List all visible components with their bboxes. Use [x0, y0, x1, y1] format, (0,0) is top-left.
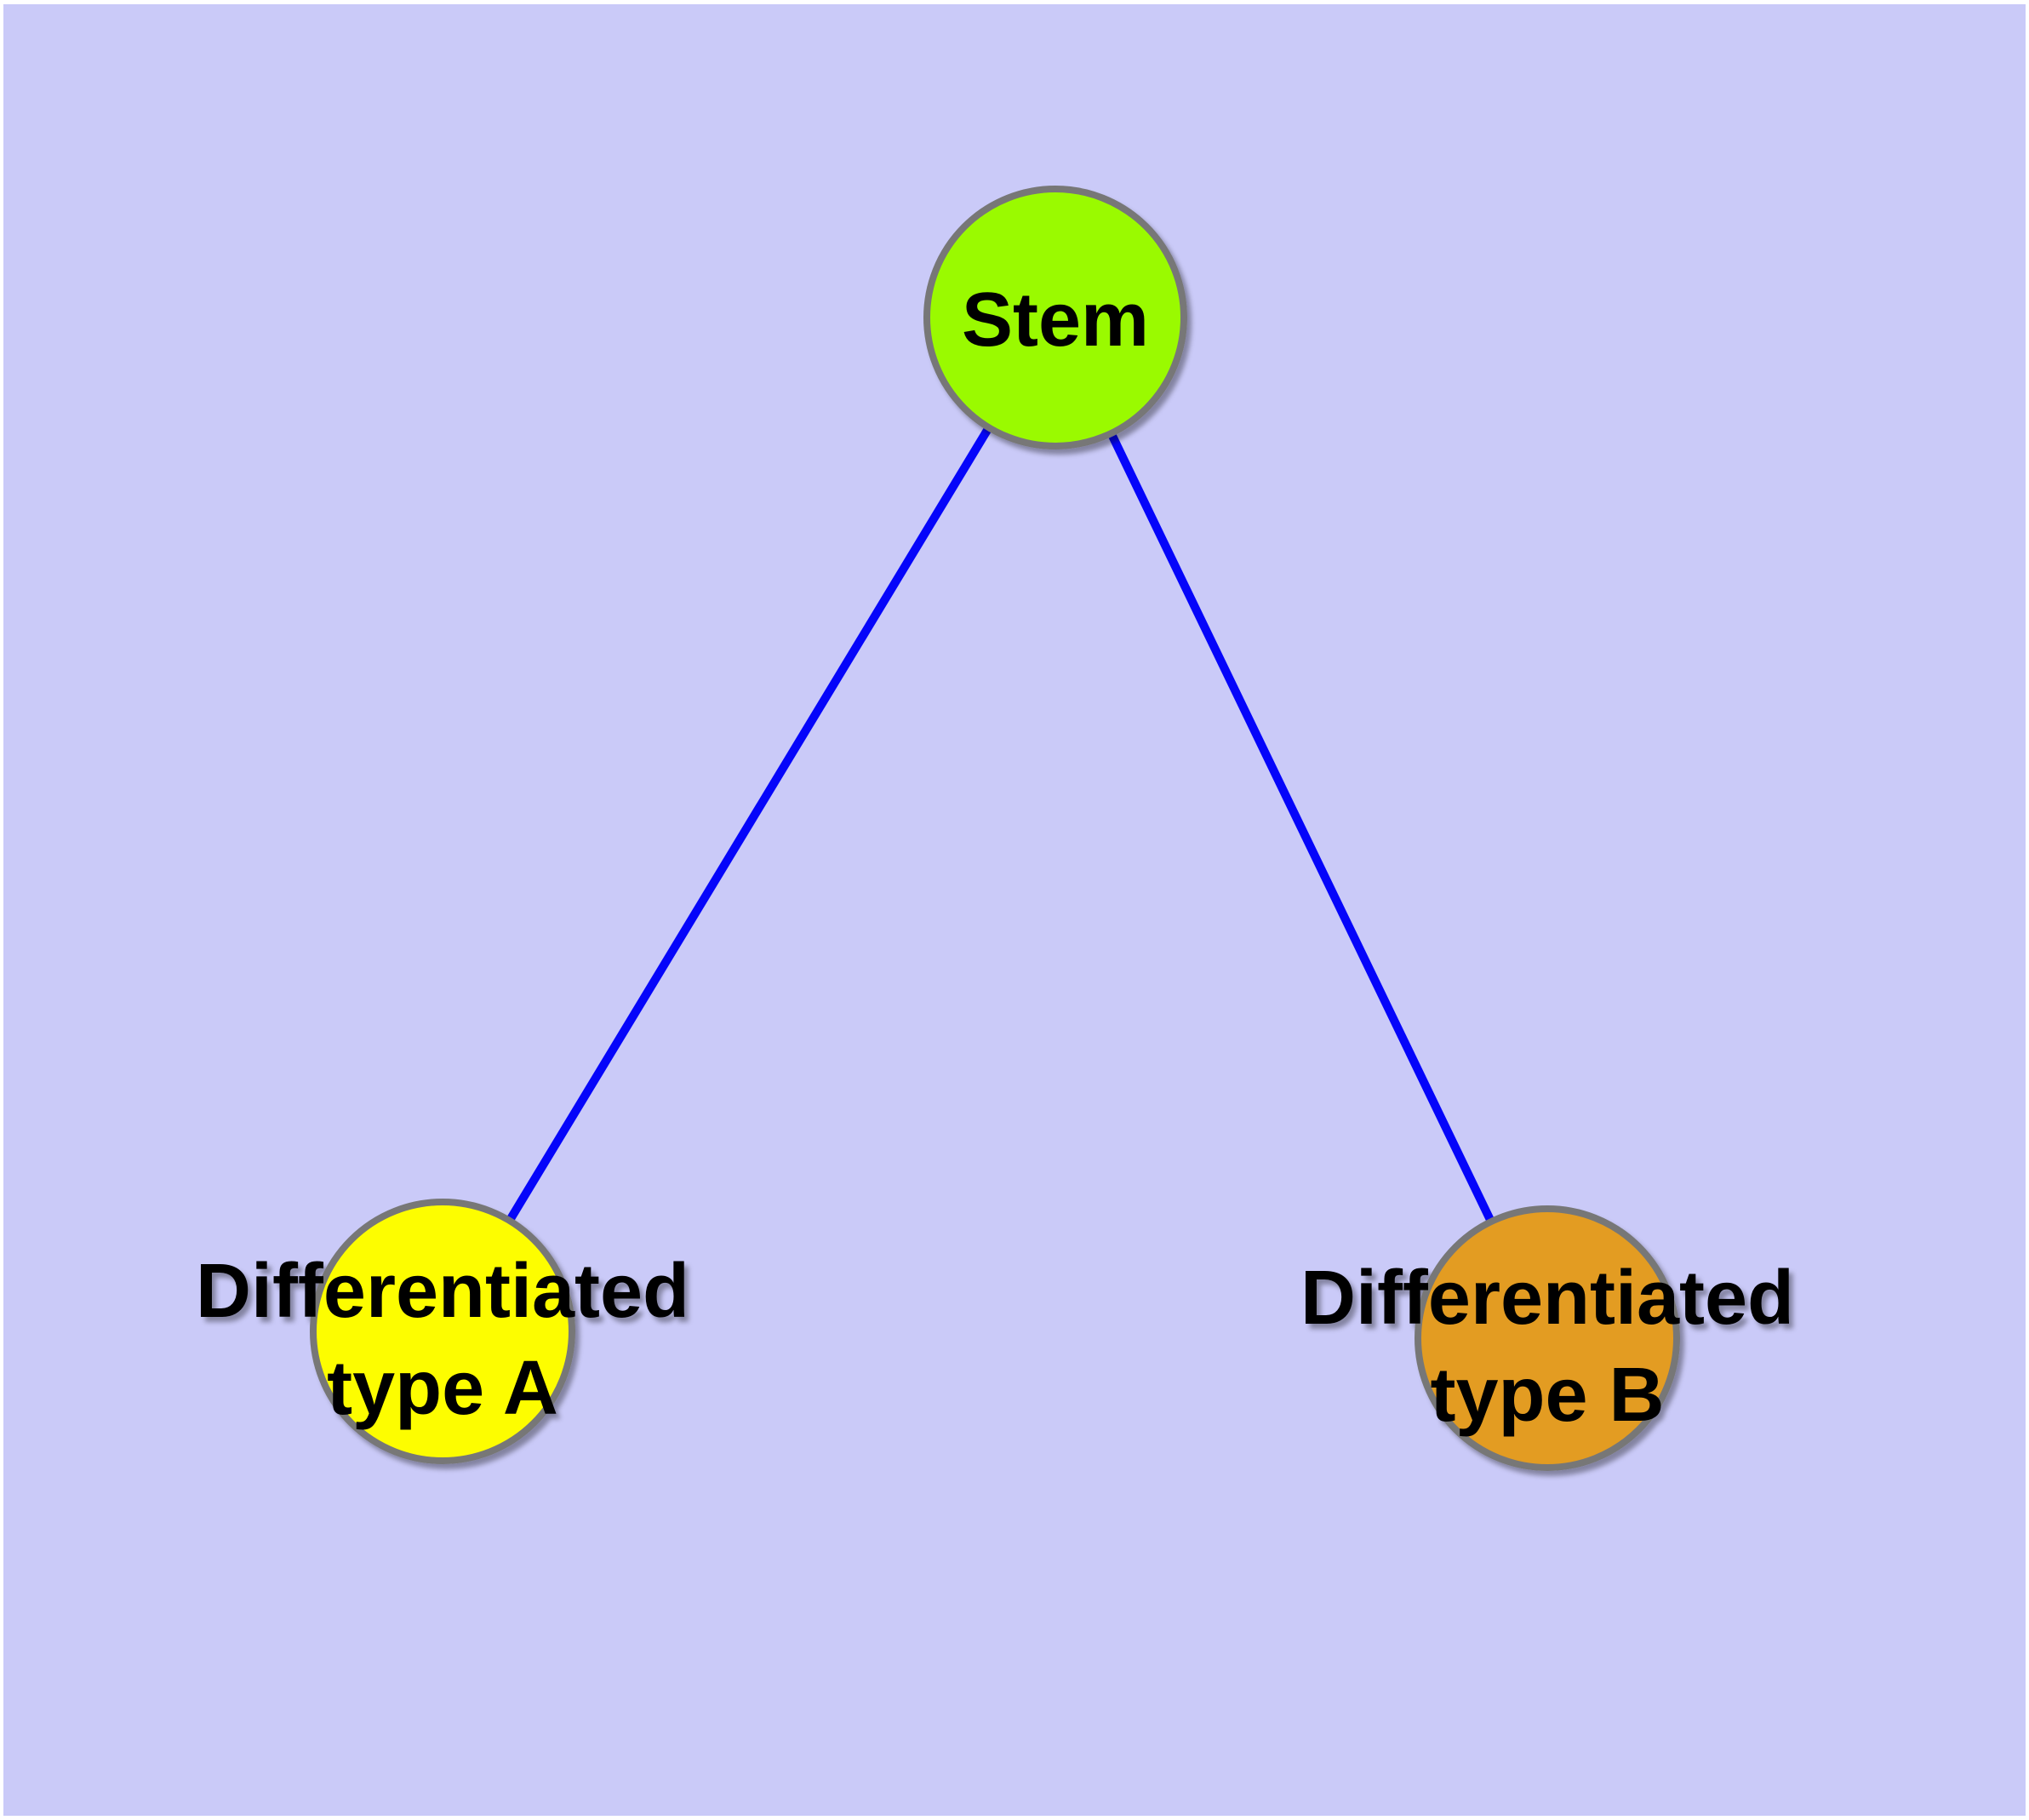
node-differentiated-type-a: Differentiated type A	[196, 1199, 689, 1464]
node-differentiated-type-b-label-line1: Differentiated	[1300, 1256, 1794, 1341]
node-stem-circle	[923, 186, 1187, 449]
node-stem-label-line1: Stem	[962, 278, 1149, 363]
node-differentiated-type-a-circle	[310, 1199, 575, 1464]
node-differentiated-type-b-circle	[1415, 1205, 1680, 1471]
node-differentiated-type-b-label-line2: type B	[1430, 1353, 1664, 1438]
node-stem: Stem	[923, 186, 1187, 449]
edge-stem-to-differentiated-type-b	[1051, 315, 1552, 1341]
node-differentiated-type-a-label-line2: type A	[327, 1346, 558, 1431]
node-differentiated-type-b: Differentiated type B	[1300, 1205, 1794, 1471]
node-differentiated-type-a-label-line1: Differentiated	[196, 1249, 689, 1334]
edges-layer	[438, 315, 1552, 1341]
edge-stem-to-differentiated-type-a	[438, 315, 1060, 1334]
